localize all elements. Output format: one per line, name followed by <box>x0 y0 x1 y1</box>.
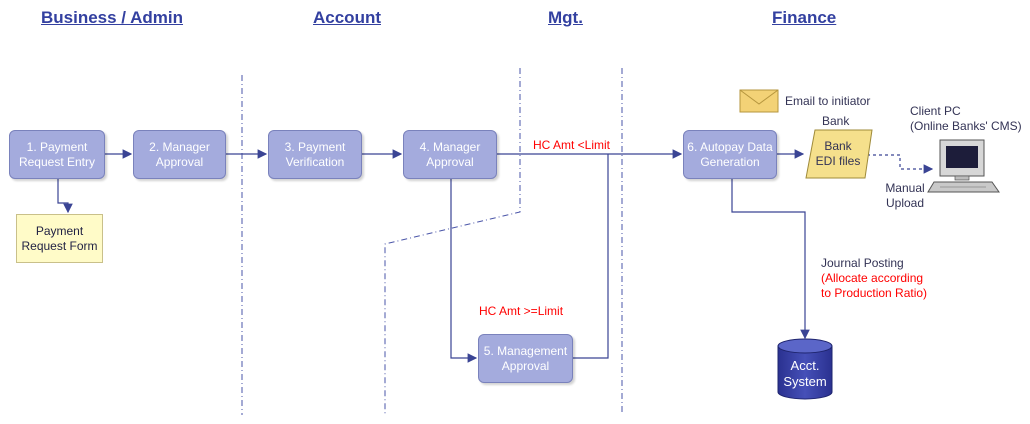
bank-edi-files-label: Bank EDI files <box>815 139 861 168</box>
lane-divider-2 <box>384 68 521 415</box>
condition-above-limit: HC Amt >=Limit <box>479 304 564 318</box>
step-6-autopay-data-generation: 6. Autopay Data Generation <box>683 130 777 179</box>
arrow-4-to-5 <box>450 178 478 363</box>
arrow-bank-to-pc <box>867 154 934 174</box>
condition-below-limit: HC Amt <Limit <box>533 138 611 152</box>
email-label: Email to initiator <box>785 94 871 108</box>
journal-posting-label: Journal Posting <box>821 256 904 270</box>
arrow-5-to-6 <box>572 154 609 359</box>
step-4-manager-approval: 4. Manager Approval <box>403 130 497 179</box>
computer-icon <box>927 139 1000 193</box>
step-2-manager-approval: 2. Manager Approval <box>133 130 226 179</box>
arrow-6-to-acct <box>731 178 810 340</box>
client-pc-label: Client PC (Online Banks' CMS) <box>910 104 1022 133</box>
database-icon <box>777 338 833 400</box>
journal-allocation-note: (Allocate according to Production Ratio) <box>821 271 928 300</box>
manual-upload-label: Manual Upload <box>885 181 925 210</box>
step-1-payment-request-entry: 1. Payment Request Entry <box>9 130 105 179</box>
arrow-1-to-form <box>57 178 73 214</box>
lane-title-account: Account <box>313 8 381 27</box>
bank-edi-shape <box>805 129 873 179</box>
payment-request-form-note: Payment Request Form <box>16 214 103 263</box>
acct-system-label: Acct. System <box>783 358 827 389</box>
step-5-management-approval: 5. Management Approval <box>478 334 573 383</box>
step-3-payment-verification: 3. Payment Verification <box>268 130 362 179</box>
lane-title-mgt: Mgt. <box>548 8 583 27</box>
lane-title-finance: Finance <box>772 8 837 27</box>
lane-title-business: Business / Admin <box>41 8 184 27</box>
bank-title: Bank <box>822 114 850 128</box>
envelope-icon <box>739 89 779 113</box>
